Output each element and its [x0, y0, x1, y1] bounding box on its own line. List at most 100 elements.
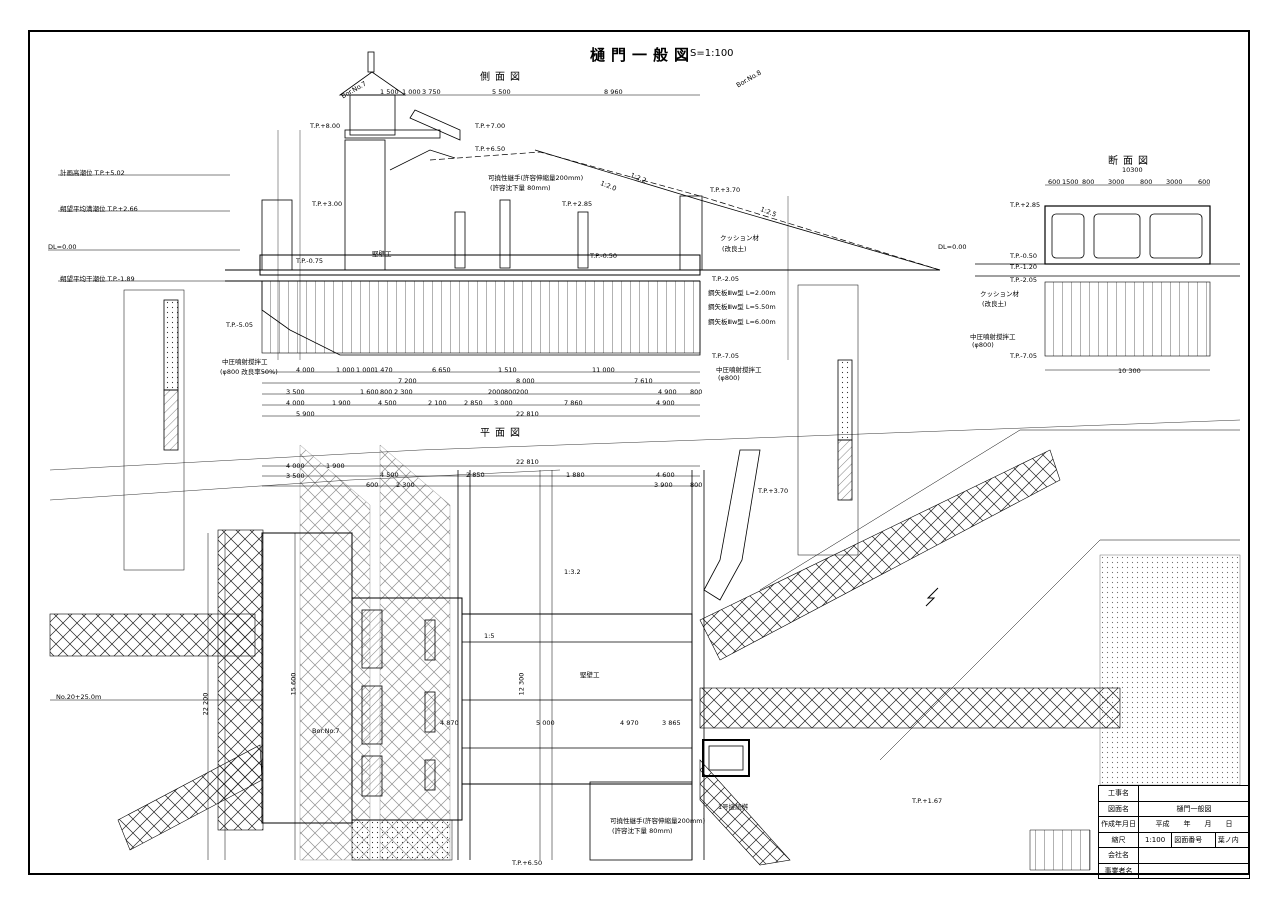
- tb-label: 工事名: [1098, 785, 1139, 802]
- dim: 4 500: [378, 399, 397, 407]
- side-annot: T.P.+8.00: [310, 122, 341, 130]
- side-annot: T.P.-2.05: [712, 275, 740, 283]
- dim: 2 100: [428, 399, 447, 407]
- section-annot: 中圧噴射撹拌工: [970, 333, 1016, 341]
- dim: 3 000: [494, 399, 513, 407]
- section-annot: T.P.-0.50: [1010, 252, 1038, 260]
- plan-annot: 可撓性継手(許容伸縮量200mm): [610, 817, 706, 825]
- section-annot: (改良土): [982, 300, 1007, 308]
- section-annot: (φ800): [972, 341, 994, 349]
- dim: 3000: [1108, 178, 1125, 186]
- plan-annot: 800: [690, 481, 703, 489]
- side-view-label: 側面図: [480, 72, 525, 83]
- plan-annot: (許容沈下量 80mm): [612, 827, 673, 835]
- tb-label: 図面番号: [1171, 831, 1216, 848]
- plan-annot: 600: [366, 481, 379, 489]
- plan-annot: 4 970: [620, 719, 639, 727]
- section-annot: 10 300: [1118, 367, 1141, 375]
- side-annot: T.P.+2.85: [562, 200, 593, 208]
- dim: 3000: [1166, 178, 1183, 186]
- dim: 800: [1140, 178, 1153, 186]
- dim: 4 000: [296, 366, 315, 374]
- dim: 600: [1048, 178, 1061, 186]
- plan-annot: 堅壁工: [580, 671, 600, 679]
- dim: 800: [504, 388, 517, 396]
- plan-annot: T.P.+3.70: [758, 487, 789, 495]
- dim: 1 000: [336, 366, 355, 374]
- plan-annot: 1 880: [566, 471, 585, 479]
- dim: 8 000: [516, 377, 535, 385]
- plan-annot: 4 600: [656, 471, 675, 479]
- tb-value: 1:100: [1137, 831, 1173, 848]
- side-annot: 鋼矢板Ⅲw型 L=2.00m: [708, 289, 776, 297]
- dim: 7 200: [398, 377, 417, 385]
- tb-label: 会社名: [1098, 847, 1139, 864]
- dim: 1 500: [380, 88, 399, 96]
- section-annot: T.P.-7.05: [1010, 352, 1038, 360]
- dim: 3 500: [286, 388, 305, 396]
- dim: 3 750: [422, 88, 441, 96]
- drawing-frame: [28, 30, 1250, 875]
- tb-value: [1138, 785, 1250, 802]
- plan-annot: No.20+25.0m: [56, 693, 102, 701]
- dim: 7 860: [564, 399, 583, 407]
- side-annot: T.P.+3.00: [312, 200, 343, 208]
- dim: 8 960: [604, 88, 623, 96]
- side-annot: (φ800): [718, 374, 740, 382]
- dim: 4 900: [656, 399, 675, 407]
- section-annot: DL=0.00: [938, 243, 967, 251]
- dim: 1 900: [332, 399, 351, 407]
- tb-value: [1138, 847, 1250, 864]
- dim: 6 650: [432, 366, 451, 374]
- dim: 800: [1082, 178, 1095, 186]
- tb-label: 事業者名: [1098, 862, 1139, 879]
- side-annot: 可撓性継手(許容伸縮量200mm): [488, 174, 584, 182]
- side-annot: (φ800 改良率50%): [220, 368, 278, 376]
- level-label: 計画高潮位 T.P.+5.02: [60, 169, 125, 177]
- section-annot: T.P.-1.20: [1010, 263, 1038, 271]
- plan-view-label: 平面図: [480, 428, 525, 439]
- plan-annot: 5 000: [536, 719, 555, 727]
- plan-annot: 1:5: [484, 632, 495, 640]
- side-view: [48, 51, 941, 571]
- dim: 800: [690, 388, 703, 396]
- plan-view: [49, 419, 1241, 871]
- level-label: 朔望平均満潮位 T.P.+2.66: [60, 205, 138, 213]
- level-label: 朔望平均干潮位 T.P.-1.89: [60, 275, 135, 283]
- dim: 7 610: [634, 377, 653, 385]
- tb-label: 作成年月日: [1098, 816, 1139, 833]
- side-annot: 鋼矢板Ⅲw型 L=5.50m: [708, 303, 776, 311]
- drawing-title: 樋門一般図: [590, 46, 696, 64]
- dim: 11 000: [592, 366, 615, 374]
- dim: 1 510: [498, 366, 517, 374]
- dim: 2000: [488, 388, 505, 396]
- side-annot: T.P.+6.50: [475, 145, 506, 153]
- side-annot: T.P.-0.75: [296, 257, 324, 265]
- section-annot: T.P.-2.05: [1010, 276, 1038, 284]
- section-view: [975, 184, 1240, 371]
- plan-annot: 3 865: [662, 719, 681, 727]
- section-annot: 10300: [1122, 166, 1143, 174]
- tb-label: 図面名: [1098, 800, 1139, 817]
- side-annot: T.P.+3.70: [710, 186, 741, 194]
- side-annot: クッション材: [720, 234, 759, 242]
- dim: 1 000: [356, 366, 375, 374]
- tb-label: 縮尺: [1098, 831, 1139, 848]
- dim: 200: [516, 388, 529, 396]
- section-annot: T.P.+2.85: [1010, 201, 1041, 209]
- side-annot: 鋼矢板Ⅲw型 L=6.00m: [708, 318, 776, 326]
- section-view-label: 断面図: [1108, 156, 1153, 167]
- plan-annot: 3 900: [654, 481, 673, 489]
- side-annot: 中圧噴射撹拌工: [222, 358, 268, 366]
- plan-annot: T.P.+6.50: [512, 859, 543, 867]
- drawing-scale: S=1:100: [690, 48, 734, 59]
- plan-annot: T.P.+1.67: [912, 797, 943, 805]
- dim: 4 000: [286, 399, 305, 407]
- dim: 22 810: [516, 410, 539, 418]
- plan-annot: 1:3.2: [564, 568, 581, 576]
- dim: 5 500: [492, 88, 511, 96]
- side-annot: T.P.-7.05: [712, 352, 740, 360]
- tb-value: [1138, 862, 1250, 879]
